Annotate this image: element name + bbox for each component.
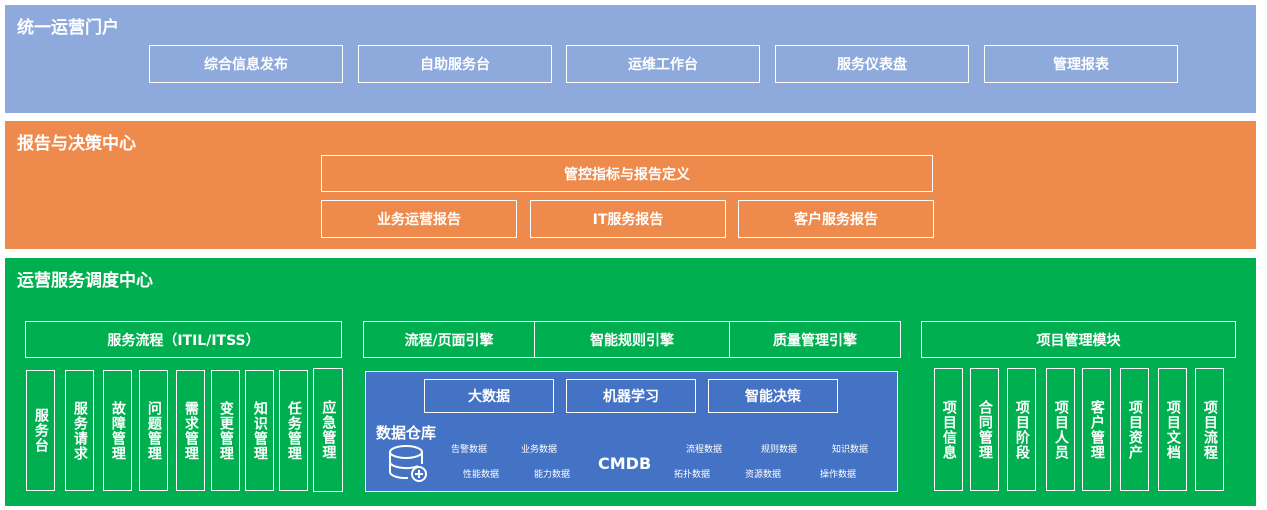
portal-title: 统一运营门户 bbox=[17, 18, 119, 38]
service-item-label: 问题管理 bbox=[145, 400, 162, 461]
data-label: 拓扑数据 bbox=[674, 470, 711, 480]
service-item-label: 故障管理 bbox=[109, 400, 126, 461]
engine-process-page: 流程/页面引擎 bbox=[363, 321, 535, 358]
unified-portal-band: 统一运营门户 综合信息发布 自助服务台 运维工作台 服务仪表盘 管理报表 bbox=[5, 5, 1256, 113]
service-item-label: 变更管理 bbox=[217, 400, 234, 461]
service-item-incident: 故障管理 bbox=[103, 370, 132, 491]
cmdb-label: CMDB bbox=[598, 454, 652, 473]
project-item-label: 项目文档 bbox=[1164, 399, 1181, 460]
database-icon bbox=[388, 445, 427, 482]
portal-item-dashboard: 服务仪表盘 bbox=[775, 45, 969, 83]
service-item-label: 需求管理 bbox=[182, 400, 199, 461]
analytics-machine-learning: 机器学习 bbox=[566, 379, 696, 413]
project-item-label: 客户管理 bbox=[1088, 399, 1105, 460]
project-module-header: 项目管理模块 bbox=[921, 321, 1236, 358]
project-item-customer: 客户管理 bbox=[1082, 368, 1111, 491]
data-label: 性能数据 bbox=[463, 470, 500, 480]
portal-item-self-service: 自助服务台 bbox=[358, 45, 552, 83]
project-item-label: 项目信息 bbox=[940, 399, 957, 460]
data-label: 操作数据 bbox=[820, 470, 857, 480]
project-item-label: 合同管理 bbox=[976, 399, 993, 460]
report-title: 报告与决策中心 bbox=[17, 134, 136, 154]
analytics-big-data: 大数据 bbox=[424, 379, 554, 413]
service-item-change: 变更管理 bbox=[211, 370, 240, 491]
service-item-label: 应急管理 bbox=[320, 400, 337, 460]
project-item-label: 项目人员 bbox=[1052, 399, 1069, 460]
service-item-desk: 服务台 bbox=[26, 370, 55, 491]
portal-item-info-release: 综合信息发布 bbox=[149, 45, 343, 83]
data-label: 规则数据 bbox=[761, 445, 798, 455]
service-item-request: 服务请求 bbox=[65, 370, 94, 491]
report-item-it-service: IT服务报告 bbox=[530, 200, 726, 238]
service-flow-header: 服务流程（ITIL/ITSS） bbox=[25, 321, 342, 358]
project-item-assets: 项目资产 bbox=[1120, 368, 1149, 491]
data-label: 流程数据 bbox=[686, 445, 723, 455]
portal-item-ops-workbench: 运维工作台 bbox=[566, 45, 760, 83]
service-item-label: 任务管理 bbox=[285, 400, 302, 461]
service-item-emergency: 应急管理 bbox=[313, 368, 343, 492]
data-label: 告警数据 bbox=[451, 445, 488, 455]
project-item-info: 项目信息 bbox=[934, 368, 963, 491]
service-item-label: 知识管理 bbox=[251, 400, 268, 461]
service-item-label: 服务台 bbox=[32, 408, 49, 453]
service-item-label: 服务请求 bbox=[71, 400, 88, 461]
project-item-label: 项目阶段 bbox=[1013, 399, 1030, 460]
project-item-label: 项目流程 bbox=[1201, 399, 1218, 460]
data-label: 知识数据 bbox=[832, 445, 869, 455]
report-decision-band: 报告与决策中心 管控指标与报告定义 业务运营报告 IT服务报告 客户服务报告 bbox=[5, 121, 1256, 249]
service-item-problem: 问题管理 bbox=[139, 370, 168, 491]
engine-quality: 质量管理引擎 bbox=[729, 321, 901, 358]
data-warehouse-label: 数据仓库 bbox=[376, 424, 437, 442]
portal-item-mgmt-report: 管理报表 bbox=[984, 45, 1178, 83]
report-item-business: 业务运营报告 bbox=[321, 200, 517, 238]
ops-title: 运营服务调度中心 bbox=[17, 271, 153, 291]
data-label: 资源数据 bbox=[745, 470, 782, 480]
project-item-staff: 项目人员 bbox=[1046, 368, 1075, 491]
project-item-stage: 项目阶段 bbox=[1007, 368, 1036, 491]
project-item-contract: 合同管理 bbox=[970, 368, 999, 491]
data-label: 能力数据 bbox=[534, 470, 571, 480]
project-item-docs: 项目文档 bbox=[1158, 368, 1187, 491]
ops-dispatch-band: 运营服务调度中心 服务流程（ITIL/ITSS） 服务台 服务请求 故障管理 问… bbox=[5, 258, 1256, 506]
engine-smart-rule: 智能规则引擎 bbox=[534, 321, 730, 358]
report-definition-box: 管控指标与报告定义 bbox=[321, 155, 933, 192]
project-item-flow: 项目流程 bbox=[1195, 368, 1224, 491]
service-item-task: 任务管理 bbox=[279, 370, 308, 491]
data-panel: 大数据 机器学习 智能决策 数据仓库 CMDB 告警数据 业务数据 流程数据 规… bbox=[365, 371, 898, 492]
analytics-smart-decision: 智能决策 bbox=[708, 379, 838, 413]
service-item-knowledge: 知识管理 bbox=[245, 370, 274, 491]
project-item-label: 项目资产 bbox=[1126, 399, 1143, 460]
data-label: 业务数据 bbox=[521, 445, 558, 455]
report-item-customer: 客户服务报告 bbox=[738, 200, 934, 238]
service-item-demand: 需求管理 bbox=[176, 370, 205, 491]
